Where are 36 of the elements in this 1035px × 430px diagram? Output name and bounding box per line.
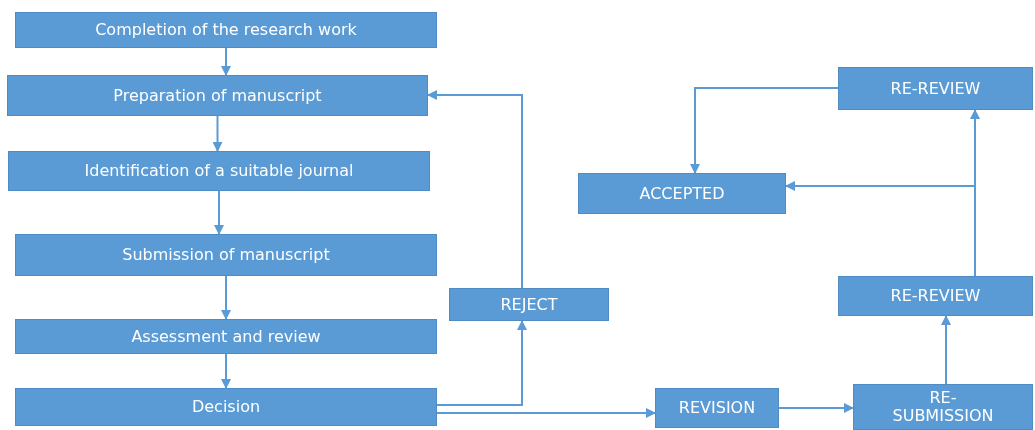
box-label: Assessment and review (131, 327, 321, 346)
box-label: RE-REVIEW (890, 287, 981, 305)
arrow (221, 47, 231, 76)
process-box (7, 75, 428, 116)
arrow (436, 408, 656, 418)
arrow (212, 115, 223, 152)
arrow (941, 315, 951, 385)
arrow (427, 90, 523, 289)
box-label: Completion of the research work (95, 21, 357, 39)
process-box (838, 276, 1033, 316)
box-label: Submission of manuscript (122, 246, 330, 264)
box-label: Decision (191, 398, 261, 416)
process-box (853, 384, 1033, 430)
box-label: ACCEPTED (639, 184, 725, 203)
process-box (15, 388, 437, 426)
arrow (690, 87, 839, 174)
arrow (214, 190, 224, 235)
box-label: RE-SUBMISSION (892, 389, 994, 425)
process-box (15, 12, 437, 48)
box-label: Identification of a suitable journal (84, 162, 354, 180)
arrow (778, 403, 854, 413)
arrow (970, 109, 980, 277)
box-label: RE-REVIEW (890, 79, 981, 98)
process-box (838, 67, 1033, 110)
process-box (449, 288, 609, 321)
box-label: Preparation of manuscript (113, 86, 322, 105)
process-box (15, 234, 437, 276)
process-box (655, 388, 779, 428)
arrow (436, 320, 527, 406)
process-box (8, 151, 430, 191)
process-box (15, 319, 437, 354)
box-label: REVISION (678, 399, 756, 417)
arrow (221, 275, 231, 320)
process-box (578, 173, 786, 214)
arrow (221, 353, 231, 389)
box-label: REJECT (500, 295, 558, 314)
